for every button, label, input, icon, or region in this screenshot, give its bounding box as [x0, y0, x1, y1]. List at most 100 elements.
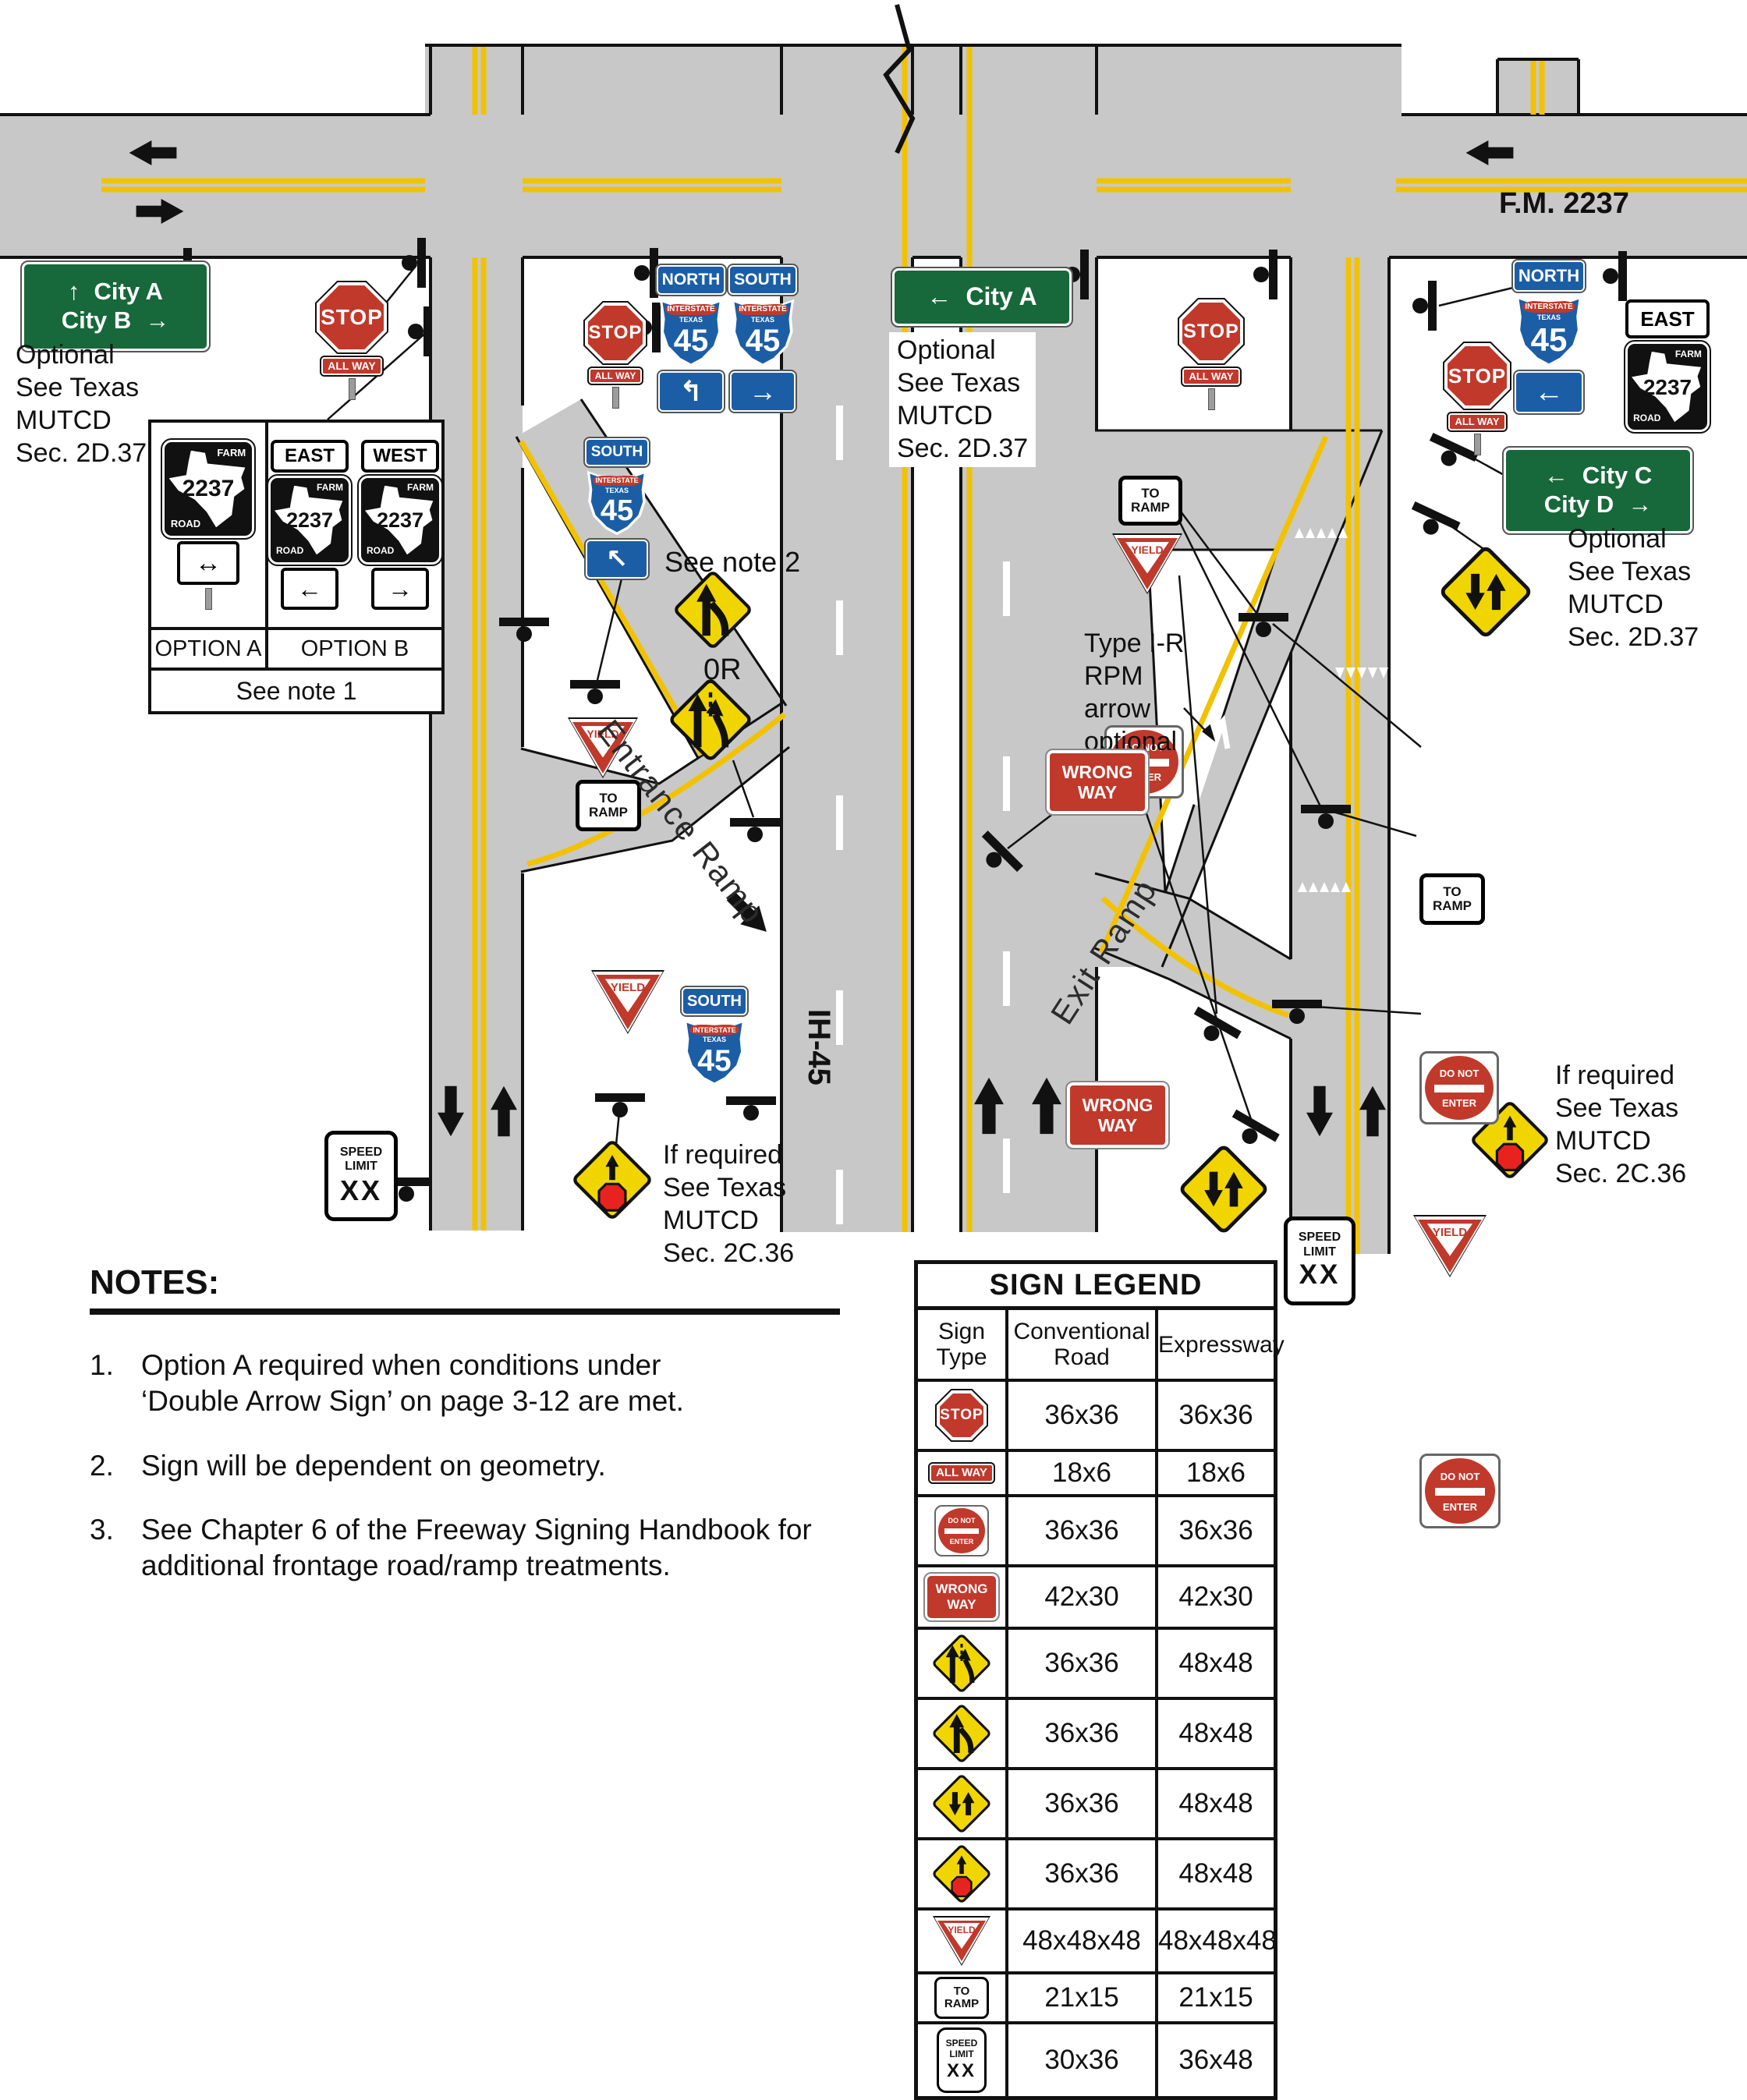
sign-legend-table: SIGN LEGEND Sign Type Conventional Road … — [914, 1260, 1285, 2100]
white-markings — [526, 367, 1388, 1224]
notes-title: NOTES: — [90, 1263, 220, 1301]
legend-row-speed-limit: SPEED LIMIT XX 30x36 36x48 — [918, 2024, 1274, 2096]
yield-sign: YIELD — [1112, 533, 1182, 594]
north-plaque: NORTH — [655, 264, 727, 296]
west-plaque: WEST — [361, 440, 439, 473]
speed-limit-sign: SPEED LIMIT XX — [324, 1131, 398, 1221]
guide-sign-city-c-d: ← City C City D → — [1502, 446, 1694, 535]
guide-city-a-label: City A — [94, 278, 163, 306]
guide-city-b-label: City B — [61, 306, 132, 334]
all-way-plaque: ALL WAY — [586, 366, 644, 386]
legend-header-row: Sign Type Conventional Road Expressway — [918, 1310, 1285, 1382]
legend-row-two-way: 36x36 48x48 — [918, 1770, 1274, 1840]
note-item-1: 1. Option A required when conditions und… — [90, 1349, 684, 1418]
yellow-lines — [101, 47, 1747, 1254]
stop-all-way-assembly: STOP ALL WAY — [583, 301, 647, 409]
see-note-1-label: See note 1 — [236, 676, 357, 705]
see-note-2-label: See note 2 — [664, 546, 801, 578]
i45-south-assembly: SOUTH INTERSTATE TEXAS 45 → — [727, 264, 799, 413]
speed-limit-sign: SPEED LIMIT XX — [1284, 1216, 1355, 1305]
stop-ahead-sign — [933, 1845, 990, 1903]
south-plaque: SOUTH — [727, 264, 799, 296]
do-not-enter-sign: DO NOT ENTER — [934, 1505, 989, 1556]
legend-row-stop: STOP 36x36 36x36 — [918, 1382, 1274, 1452]
all-way-plaque: ALL WAY — [928, 1462, 995, 1484]
ih45-road-label: IH-45 — [802, 1009, 836, 1085]
left-arrow-sign: ← — [1513, 370, 1585, 415]
left-arrow-icon: ← — [1534, 376, 1564, 409]
wrong-way-sign: WRONG WAY — [1065, 1081, 1170, 1149]
double-arrow-plaque: ↔ — [177, 541, 239, 585]
yield-sign: YIELD — [568, 717, 638, 778]
stop-sign: STOP — [315, 281, 388, 354]
turn-left-arrow-icon: ↰ — [679, 375, 703, 407]
left-arrow-icon: ← — [1543, 462, 1568, 490]
right-arrow-icon: → — [1628, 490, 1653, 518]
notes-section: NOTES: 1. Option A required when conditi… — [90, 1263, 877, 1612]
road-surfaces — [0, 47, 1747, 1254]
guide-city-d-label: City D — [1543, 490, 1614, 518]
added-lane-sign — [933, 1634, 990, 1692]
i45-shield: INTERSTATE TEXAS 45 — [659, 299, 723, 367]
guide-sign-city-a-b: ↑City A City B→ — [20, 260, 211, 352]
guide-city-a-label: City A — [966, 282, 1037, 311]
option-a-cell: FARM 2237 ROAD ↔ — [151, 423, 268, 627]
up-arrow-icon: ↑ — [68, 278, 80, 306]
south-plaque: SOUTH — [583, 437, 650, 468]
fm-2237-shield: FARM 2237 ROAD — [1624, 340, 1711, 434]
stop-sign: STOP — [1178, 298, 1245, 365]
north-plaque: NORTH — [1511, 259, 1586, 293]
legend-row-to-ramp: TO RAMP 21x15 21x15 — [918, 1974, 1274, 2024]
merge-sign — [933, 1705, 990, 1762]
all-way-plaque: ALL WAY — [1447, 412, 1508, 432]
to-ramp-plaque: TO RAMP — [576, 780, 641, 831]
fm-2237-shield: FARM 2237 ROAD — [357, 474, 443, 566]
leader-lines — [327, 264, 1517, 1146]
double-arrow-icon: ↔ — [195, 548, 221, 578]
wrong-way-sign: WRONG WAY — [923, 1572, 1000, 1622]
to-ramp-plaque: TO RAMP — [1419, 873, 1485, 925]
all-way-plaque: ALL WAY — [320, 356, 384, 377]
two-way-traffic-sign — [1180, 1146, 1267, 1233]
diagonal-up-left-arrow-sign: ↖ — [584, 538, 650, 580]
i45-shield: INTERSTATE TEXAS 45 — [1515, 296, 1582, 367]
to-ramp-plaque: TO RAMP — [934, 1977, 989, 2019]
legend-row-yield: YIELD 48x48x48 48x48x48 — [918, 1911, 1277, 1974]
i45-south-ramp-assembly: SOUTH INTERSTATE TEXAS 45 ↖ — [583, 437, 650, 580]
diagonal-up-left-arrow-icon: ↖ — [605, 544, 629, 574]
optional-mutcd-note-center: Optional See Texas MUTCD Sec. 2D.37 — [889, 332, 1037, 467]
stop-all-way-assembly: STOP ALL WAY — [1443, 342, 1511, 455]
entrance-ramp-surface — [516, 399, 786, 760]
note-item-3: 3. See Chapter 6 of the Freeway Signing … — [90, 1513, 812, 1581]
guide-city-c-label: City C — [1582, 462, 1653, 490]
right-arrow-sign: → — [728, 370, 797, 413]
road-break-symbol — [883, 4, 916, 154]
yield-sign: YIELD — [591, 970, 664, 1034]
i45-shield: INTERSTATE TEXAS 45 — [731, 299, 795, 367]
yield-sign: YIELD — [933, 1916, 990, 1966]
fm-2237-shield: FARM 2237 ROAD — [161, 438, 256, 540]
legend-row-stop-ahead: 36x36 48x48 — [918, 1840, 1274, 1911]
left-arrow-icon: ← — [927, 282, 952, 311]
do-not-enter-sign: DO NOT ENTER — [1419, 1454, 1501, 1528]
notes-divider — [90, 1309, 840, 1315]
option-b-cell: EAST FARM 2237 ROAD ← WEST FARM 2237 ROA… — [267, 423, 443, 627]
turn-left-arrow-sign: ↰ — [657, 370, 725, 413]
legend-row-merge: 36x36 48x48 — [918, 1700, 1274, 1770]
stop-ahead-sign — [573, 1141, 651, 1219]
i45-north-assembly: NORTH INTERSTATE TEXAS 45 ↰ — [655, 264, 727, 413]
wrong-way-sign: WRONG WAY — [1045, 749, 1150, 816]
all-way-plaque: ALL WAY — [1181, 367, 1242, 387]
i45-south-assembly: SOUTH INTERSTATE TEXAS 45 — [680, 986, 749, 1087]
legend-row-wrong-way: WRONG WAY 42x30 42x30 — [918, 1567, 1274, 1630]
if-required-note-left: If required See Texas MUTCD Sec. 2C.36 — [663, 1140, 795, 1269]
left-arrow-plaque: ← — [281, 568, 338, 610]
road-edges — [0, 44, 1747, 1254]
yield-sign: YIELD — [1413, 1215, 1487, 1277]
option-b-label: OPTION B — [300, 636, 409, 661]
to-ramp-plaque: TO RAMP — [1118, 476, 1182, 526]
i45-shield: INTERSTATE TEXAS 45 — [683, 1019, 746, 1086]
legend-title: SIGN LEGEND — [918, 1264, 1274, 1310]
